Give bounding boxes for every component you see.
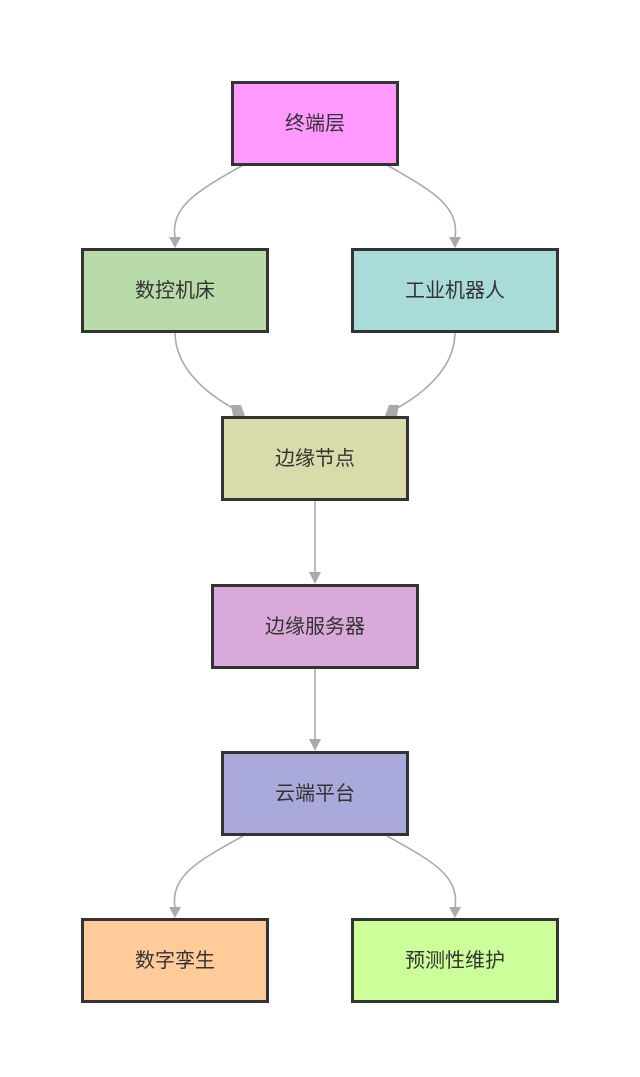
arrowhead-robot-to-edge-node (385, 405, 399, 416)
arrowhead-cloud-to-twin (169, 907, 181, 918)
node-cloud-platform-label: 云端平台 (275, 781, 355, 805)
node-digital-twin[interactable]: 数字孪生 (81, 918, 269, 1003)
node-edge-node-label: 边缘节点 (275, 446, 355, 470)
arrowhead-cloud-to-maintenance (449, 907, 461, 918)
arrowhead-cnc-to-edge-node (231, 405, 245, 416)
edge-terminal-to-cnc (173, 164, 244, 239)
arrowhead-edge-server-to-cloud (309, 739, 321, 751)
edge-robot-to-edge-node (393, 331, 456, 411)
node-terminal-layer-label: 终端层 (285, 111, 345, 135)
edge-cloud-to-twin (173, 835, 244, 909)
edge-cnc-to-edge-node (174, 331, 237, 411)
arrowhead-terminal-to-robot (449, 237, 461, 248)
node-cnc-machine-label: 数控机床 (135, 278, 215, 302)
node-cloud-platform[interactable]: 云端平台 (221, 751, 409, 836)
node-edge-server[interactable]: 边缘服务器 (211, 584, 419, 669)
node-terminal-layer[interactable]: 终端层 (231, 81, 399, 166)
node-edge-server-label: 边缘服务器 (265, 614, 365, 638)
arrowhead-edge-node-to-edge-server (309, 572, 321, 584)
node-digital-twin-label: 数字孪生 (135, 948, 215, 972)
edges (169, 164, 461, 918)
arrowhead-terminal-to-cnc (169, 237, 181, 248)
node-industrial-robot-label: 工业机器人 (405, 278, 505, 302)
edge-terminal-to-robot (386, 164, 457, 239)
node-predictive-maintenance-label: 预测性维护 (405, 948, 505, 972)
node-predictive-maintenance[interactable]: 预测性维护 (351, 918, 559, 1003)
edge-cloud-to-maintenance (386, 835, 457, 909)
node-edge-node[interactable]: 边缘节点 (221, 416, 409, 501)
node-cnc-machine[interactable]: 数控机床 (81, 248, 269, 333)
node-industrial-robot[interactable]: 工业机器人 (351, 248, 559, 333)
